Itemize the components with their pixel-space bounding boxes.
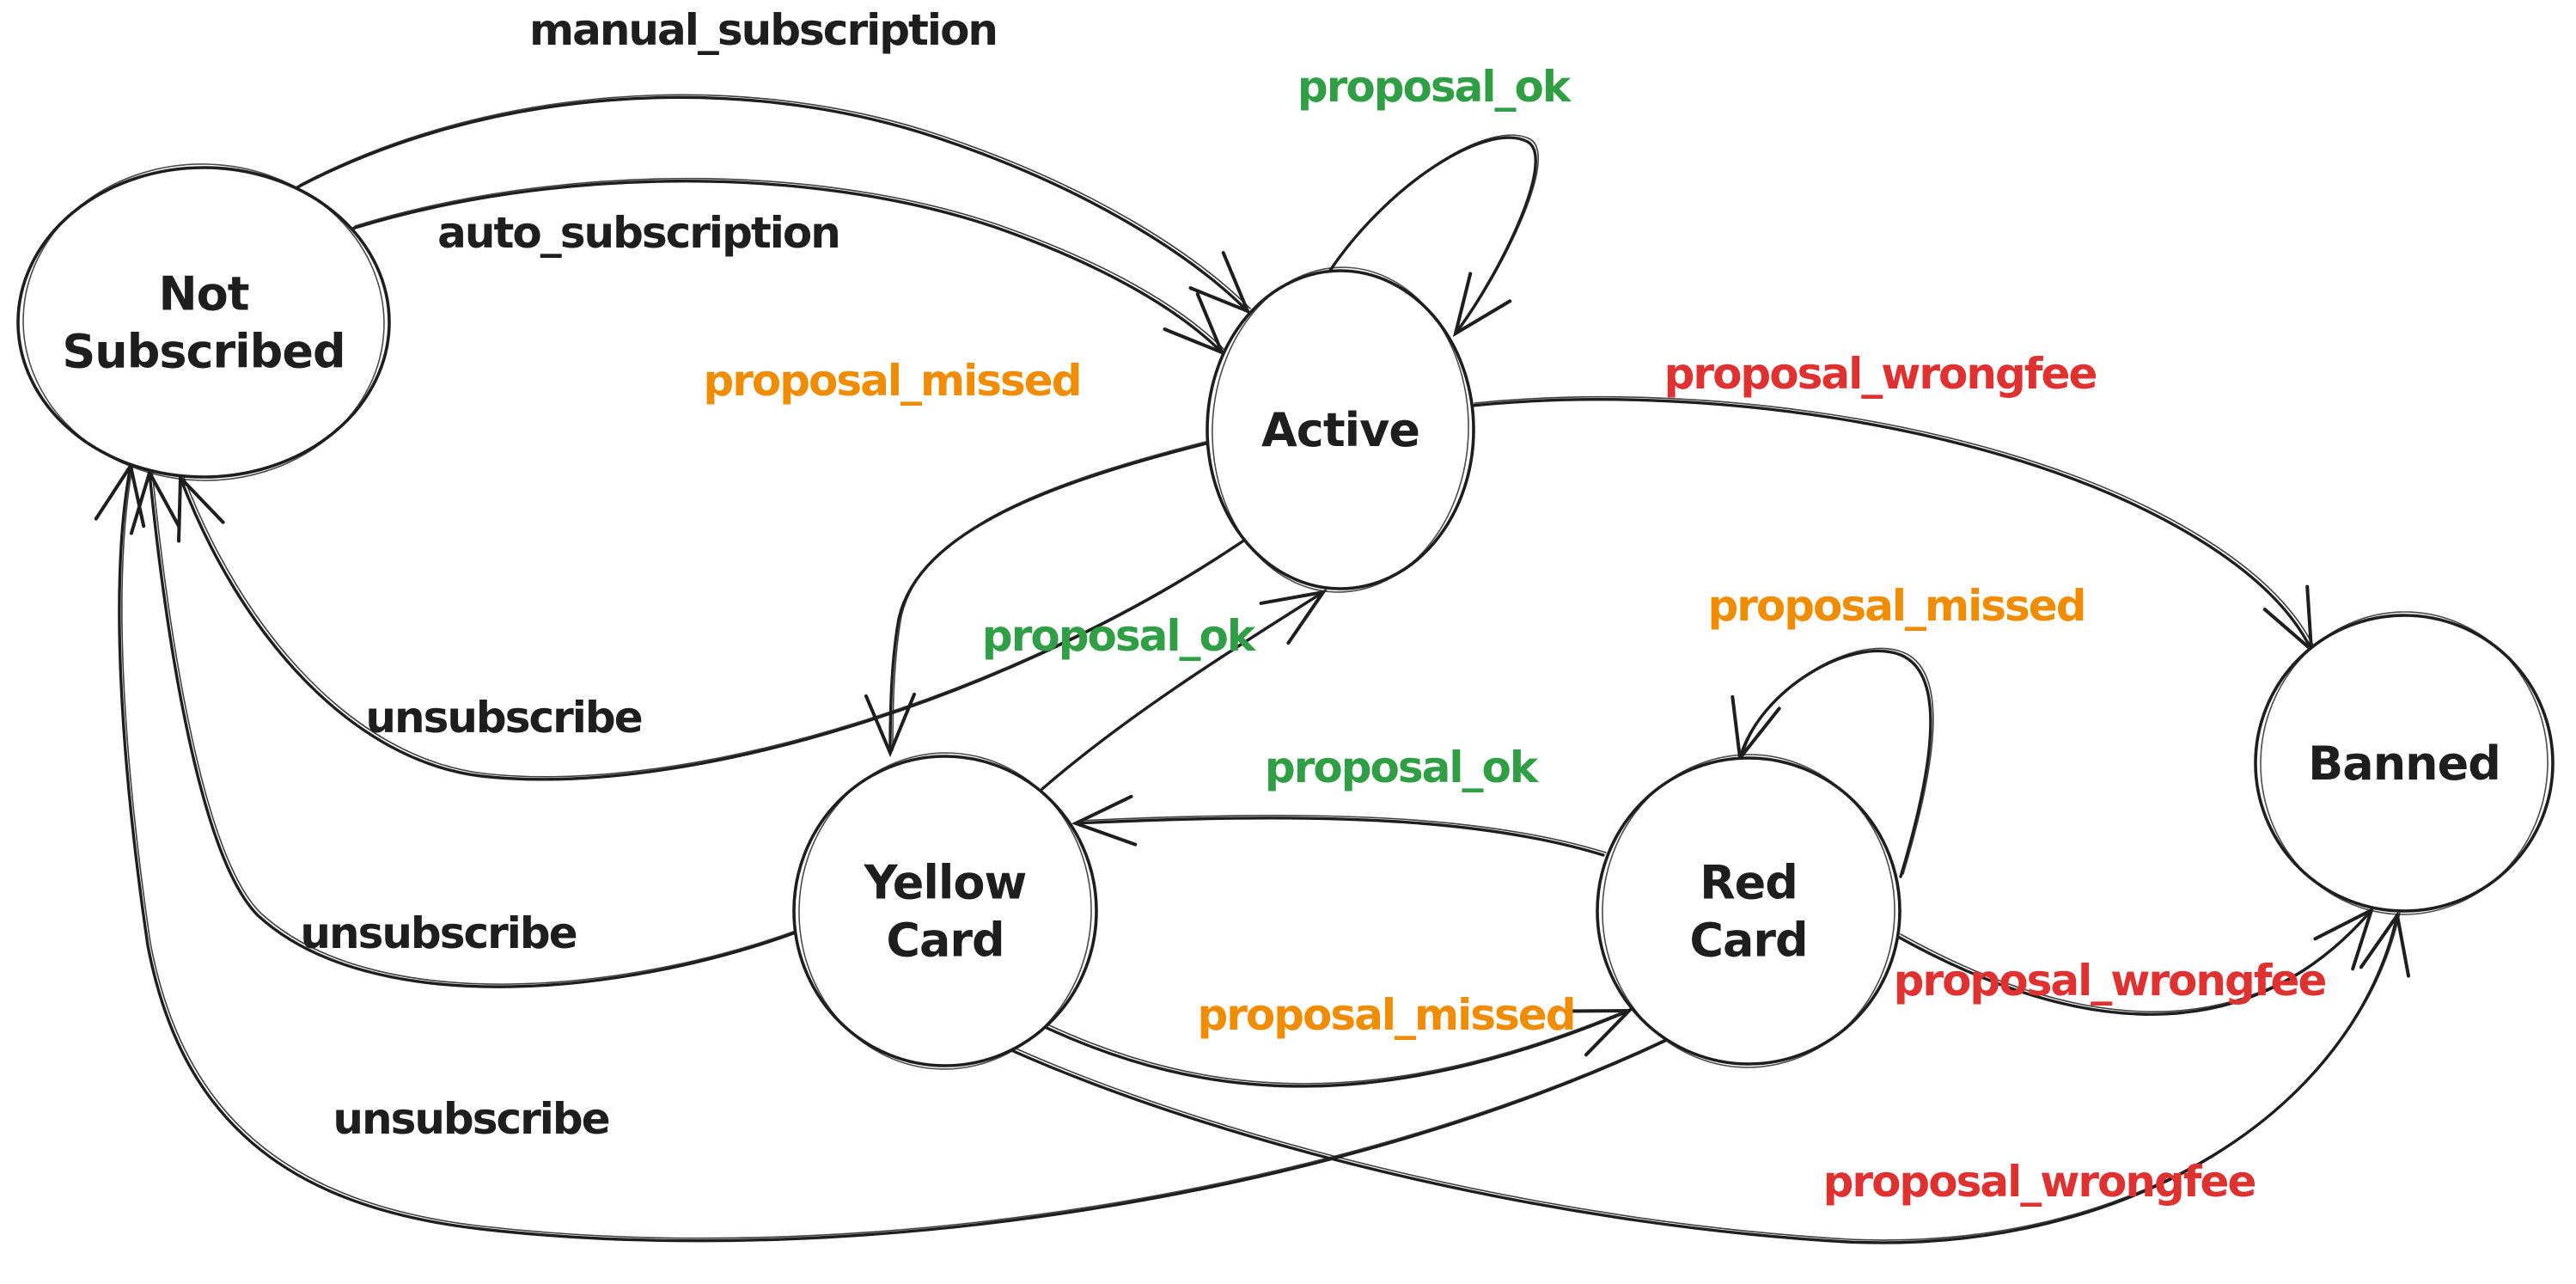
edge-arrow — [864, 441, 1212, 758]
edge-red-proposal-missed-loop — [1731, 647, 1934, 878]
edge-active-proposal-ok-loop — [1328, 134, 1540, 338]
node-label-line: Red — [1700, 856, 1798, 910]
edge-arrow — [1043, 1008, 1633, 1088]
edge-label-active-unsubscribe: unsubscribe — [365, 693, 641, 743]
edge-echo-stroke — [1077, 814, 1607, 853]
edge-manual-subscription — [296, 94, 1251, 315]
edge-label-red-proposal-ok: proposal_ok — [1265, 743, 1540, 792]
node-label-line: Banned — [2308, 737, 2500, 791]
edge-label-auto-subscription: auto_subscription — [437, 208, 839, 258]
node-circle — [2254, 614, 2555, 913]
edge-arrow — [177, 474, 1244, 781]
edge-echo-stroke — [892, 439, 1213, 751]
nodes-layer: NotSubscribedActiveYellowCardRedCardBann… — [16, 163, 2555, 1070]
edge-active-proposal-missed — [864, 439, 1213, 758]
node-circle-echo — [22, 163, 385, 481]
edge-yellow-proposal-wrongfee — [1010, 910, 2410, 1244]
edge-echo-stroke — [354, 177, 1225, 351]
node-circle-echo — [1212, 266, 1469, 593]
edge-active-unsubscribe — [177, 474, 1246, 781]
node-label-line: Not — [158, 267, 248, 321]
node-circle-echo — [798, 752, 1092, 1070]
node-circle-echo — [2260, 611, 2549, 915]
node-circle-echo — [1602, 754, 1895, 1068]
edge-auto-subscription — [351, 177, 1225, 356]
edge-echo-stroke — [299, 94, 1251, 309]
edges-layer — [94, 94, 2410, 1244]
edge-active-proposal-wrongfee — [1470, 395, 2315, 654]
edge-label-yellow-unsubscribe: unsubscribe — [300, 908, 576, 958]
edge-echo-stroke — [151, 469, 799, 985]
state-node-active: Active — [1206, 266, 1475, 593]
node-circle — [16, 166, 391, 479]
state-node-banned: Banned — [2254, 611, 2555, 915]
edge-red-proposal-ok — [1071, 794, 1607, 857]
edge-echo-stroke — [121, 462, 1670, 1239]
edge-label-active-proposal-missed: proposal_missed — [703, 356, 1080, 406]
edge-yellow-unsubscribe — [129, 468, 799, 988]
edge-arrow — [94, 461, 1669, 1243]
edge-label-yellow-proposal-missed: proposal_missed — [1197, 990, 1574, 1040]
edge-arrow — [129, 468, 797, 988]
edge-arrow — [1731, 649, 1932, 878]
edge-arrow — [1328, 136, 1537, 338]
edge-red-proposal-wrongfee — [1896, 907, 2375, 1016]
edge-arrow — [1041, 590, 1328, 791]
edge-label-yellow-proposal-wrongfee: proposal_wrongfee — [1823, 1157, 2256, 1207]
edge-label-manual-subscription: manual_subscription — [529, 5, 997, 55]
node-circle — [1206, 269, 1475, 590]
node-label-line: Subscribed — [62, 325, 345, 379]
edge-label-red-proposal-missed-loop: proposal_missed — [1707, 581, 2085, 631]
edge-arrow — [296, 95, 1251, 315]
edge-arrow — [1010, 910, 2410, 1244]
node-label-line: Card — [1689, 914, 1807, 968]
edge-arrow — [351, 180, 1225, 356]
edge-label-active-proposal-ok-loop: proposal_ok — [1297, 62, 1572, 112]
edge-label-red-unsubscribe: unsubscribe — [333, 1094, 608, 1144]
node-circle — [1596, 756, 1901, 1066]
edge-arrow — [1470, 398, 2314, 654]
edge-label-red-proposal-wrongfee: proposal_wrongfee — [1894, 956, 2326, 1006]
edge-labels-layer: manual_subscriptionauto_subscriptionprop… — [300, 5, 2327, 1207]
edge-label-yellow-proposal-ok: proposal_ok — [982, 611, 1257, 661]
node-label-line: Card — [886, 914, 1004, 968]
edge-arrow — [1896, 907, 2375, 1016]
edge-label-active-proposal-wrongfee: proposal_wrongfee — [1664, 349, 2097, 399]
edge-arrow — [1071, 794, 1605, 857]
edge-yellow-proposal-missed — [1043, 1007, 1633, 1088]
edge-red-unsubscribe — [94, 461, 1670, 1243]
node-label-line: Active — [1261, 403, 1419, 457]
node-label-line: Yellow — [864, 856, 1027, 910]
edge-yellow-proposal-ok — [1041, 589, 1328, 791]
edge-echo-stroke — [1047, 1007, 1633, 1085]
node-circle — [792, 755, 1098, 1067]
